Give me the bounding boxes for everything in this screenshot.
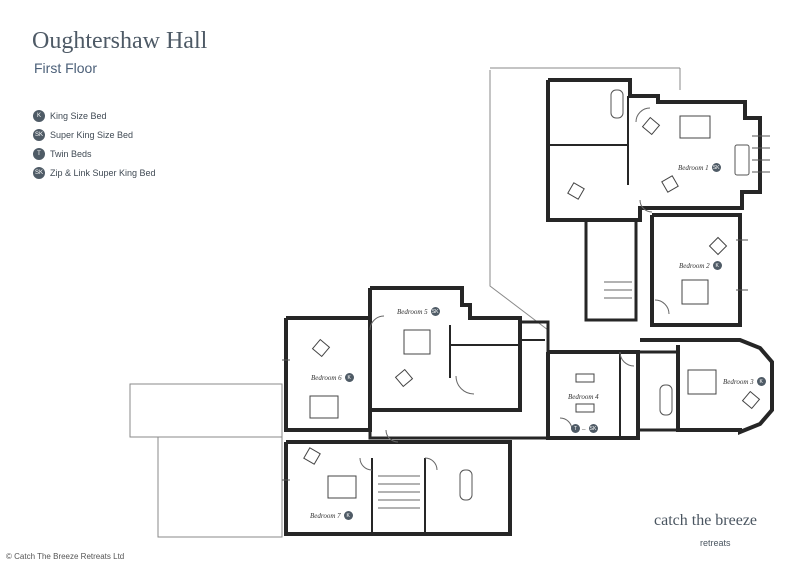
doors <box>359 107 670 471</box>
outline-annex-lower <box>157 436 283 538</box>
page-title: Oughtershaw Hall <box>32 28 208 54</box>
armchair <box>641 116 661 136</box>
armchair <box>661 175 679 193</box>
wall-corridor-lower <box>368 410 548 440</box>
room-name: Bedroom 1 <box>678 163 709 172</box>
room-label-bedroom6: Bedroom 6 K <box>311 373 354 382</box>
door-arc <box>385 429 399 443</box>
room-label-bedroom3: Bedroom 3 K <box>723 377 766 386</box>
door-arc <box>619 351 635 367</box>
armchairs <box>303 116 761 465</box>
legend-item-zip-link: SK Zip & Link Super King Bed <box>33 163 156 182</box>
bathtub <box>610 89 624 119</box>
door-arc <box>654 299 670 315</box>
bed-bedroom3 <box>687 369 717 395</box>
wall-upper-wing <box>546 78 762 222</box>
legend-item-super-king: SK Super King Size Bed <box>33 125 156 144</box>
room-label-bedroom5: Bedroom 5 SK <box>397 307 440 316</box>
room-name: Bedroom 4 <box>568 393 599 401</box>
bathtub <box>459 469 473 501</box>
bed-type-badge: T <box>571 424 580 433</box>
external-outlines <box>129 67 681 538</box>
legend-badge: SK <box>33 166 45 179</box>
bathtub <box>659 384 673 416</box>
bed-type-badge: SK <box>711 163 721 172</box>
room-label-bedroom4: Bedroom 4 <box>568 393 599 401</box>
wall-bedroom4 <box>546 350 640 440</box>
legend-item-king: K King Size Bed <box>33 106 156 125</box>
bed-type-badge: K <box>344 373 354 382</box>
wall-bath4 <box>638 350 680 432</box>
bed-type-badge: K <box>343 511 353 520</box>
armchair <box>708 236 728 256</box>
brand-subtitle: retreats <box>700 538 731 548</box>
floor-subtitle: First Floor <box>34 60 97 76</box>
bed-type-badge: K <box>756 377 766 386</box>
room-name: Bedroom 6 <box>311 373 342 382</box>
door-arc <box>359 457 373 471</box>
bed-type-badge: SK <box>588 424 598 433</box>
brand-logo-text: catch the breeze <box>654 512 758 529</box>
room-name: Bedroom 3 <box>723 377 754 386</box>
wall-bedroom2 <box>650 213 742 327</box>
bed-type-badge: K <box>712 261 722 270</box>
wall-bedroom5 <box>368 286 522 412</box>
staircase <box>378 281 632 509</box>
bed-bedroom5 <box>403 329 431 355</box>
room-name: Bedroom 2 <box>679 261 710 270</box>
room-label-bedroom1: Bedroom 1 SK <box>678 163 721 172</box>
legend-badge: SK <box>33 128 45 141</box>
legend-item-twin: T Twin Beds <box>33 144 156 163</box>
door-arc <box>455 375 475 395</box>
bed-bedroom4-a <box>575 373 595 383</box>
copyright-notice: © Catch The Breeze Retreats Ltd <box>6 552 125 561</box>
bed-type-badge: SK <box>430 307 440 316</box>
bed-bedroom2 <box>681 279 709 305</box>
outline-annex <box>129 383 283 438</box>
bedroom4-badges: T – SK <box>571 424 598 433</box>
legend-badge: T <box>33 147 45 160</box>
armchair <box>303 447 321 465</box>
bed-legend: K King Size Bed SK Super King Size Bed T… <box>33 106 156 182</box>
wall-core <box>584 218 638 322</box>
armchair <box>567 182 585 200</box>
armchair <box>311 338 331 358</box>
wall-bottom-block <box>284 440 512 536</box>
bed-bedroom4-b <box>575 403 595 413</box>
walls <box>284 78 774 536</box>
armchair <box>394 368 414 388</box>
legend-badge: K <box>33 109 45 122</box>
wall-corridor <box>518 320 550 352</box>
bed-bedroom6 <box>309 395 339 419</box>
wall-bedroom3 <box>640 338 774 435</box>
door-arc <box>369 315 385 331</box>
room-label-bedroom7: Bedroom 7 K <box>310 511 353 520</box>
outline-roof-line <box>489 70 549 331</box>
door-arc <box>635 107 651 123</box>
bed-bedroom1 <box>679 115 711 139</box>
windows <box>282 135 770 481</box>
room-name: Bedroom 5 <box>397 307 428 316</box>
room-label-bedroom2: Bedroom 2 K <box>679 261 722 270</box>
door-arc <box>424 457 438 471</box>
bathtub <box>734 144 750 176</box>
legend-label: Super King Size Bed <box>50 129 134 140</box>
bathtubs <box>459 89 750 501</box>
bed-bedroom7 <box>327 475 357 499</box>
legend-label: Zip & Link Super King Bed <box>50 167 156 178</box>
room-name: Bedroom 7 <box>310 511 341 520</box>
beds <box>309 115 717 499</box>
legend-label: Twin Beds <box>50 148 92 159</box>
legend-label: King Size Bed <box>50 110 107 121</box>
armchair <box>741 390 761 410</box>
door-arc <box>639 199 653 213</box>
